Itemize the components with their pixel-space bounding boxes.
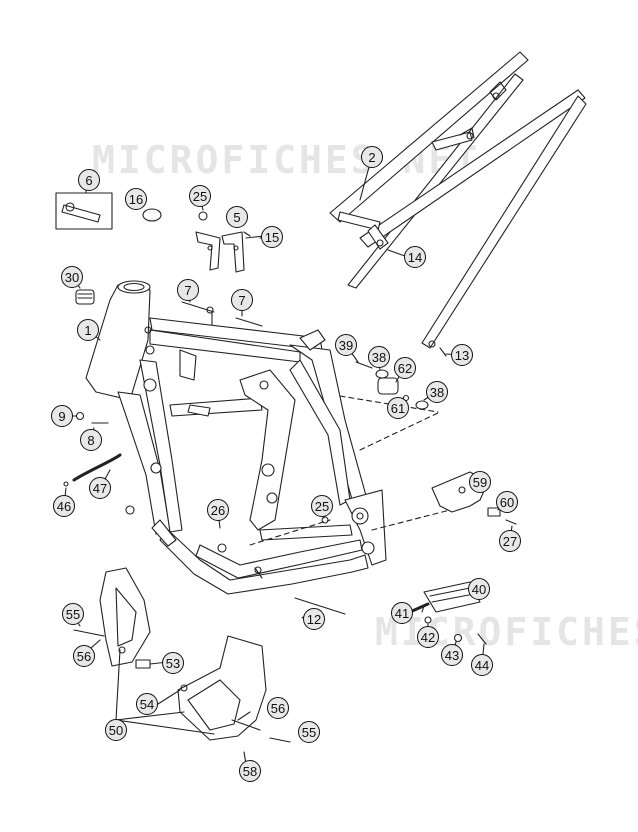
callout-61: 61 [387,397,409,419]
callout-43: 43 [441,644,463,666]
callout-30: 30 [61,266,83,288]
callout-54: 54 [136,693,158,715]
callout-2: 2 [361,146,383,168]
callout-8: 8 [80,429,102,451]
callout-62: 62 [394,357,416,379]
callout-53: 53 [162,652,184,674]
callout-9: 9 [51,405,73,427]
callout-16: 16 [125,188,147,210]
callout-46: 46 [53,495,75,517]
callout-55-left: 55 [62,603,84,625]
callout-40: 40 [468,578,490,600]
callout-50: 50 [105,719,127,741]
callout-7-left: 7 [177,279,199,301]
callout-13: 13 [451,344,473,366]
callout-58: 58 [239,760,261,782]
callout-15: 15 [261,226,283,248]
callout-6: 6 [78,169,100,191]
callout-56-right: 56 [267,697,289,719]
callout-38-upper: 38 [368,346,390,368]
callout-14: 14 [404,246,426,268]
subframe [329,51,587,349]
small-parts [55,155,517,765]
callout-42: 42 [417,626,439,648]
callout-56-left: 56 [73,645,95,667]
callout-26: 26 [207,499,229,521]
callout-44: 44 [471,654,493,676]
callout-38-lower: 38 [426,381,448,403]
callout-27: 27 [499,530,521,552]
callout-25-top: 25 [189,185,211,207]
callout-12: 12 [303,608,325,630]
callout-39: 39 [335,334,357,356]
callout-41: 41 [391,602,413,624]
callout-1: 1 [77,319,99,341]
callout-60: 60 [496,491,518,513]
callout-5: 5 [226,206,248,228]
callout-55-right: 55 [298,721,320,743]
callout-59: 59 [469,471,491,493]
callout-47: 47 [89,477,111,499]
callout-7-right: 7 [231,289,253,311]
callout-25-right: 25 [311,495,333,517]
main-frame [85,280,387,595]
